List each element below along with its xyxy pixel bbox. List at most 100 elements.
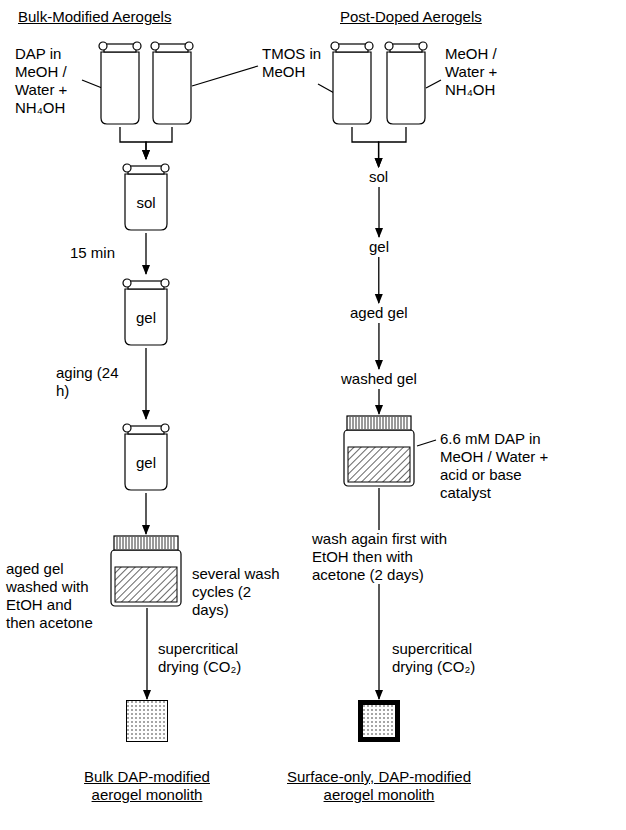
- shape-part: [128, 166, 164, 174]
- step-label: gel: [366, 238, 392, 256]
- shape-part: [331, 42, 339, 50]
- vial: MeOH / Water + NH₄OH: [384, 38, 428, 126]
- cap-ridge: [362, 417, 363, 429]
- flow-arrow: [378, 389, 379, 414]
- cap-ridge: [365, 417, 366, 429]
- cap-ridge: [392, 417, 393, 429]
- leader-line: [82, 80, 102, 88]
- cap-ridge: [395, 417, 396, 429]
- shape-part: [128, 281, 164, 289]
- cap-ridge: [150, 537, 151, 549]
- shape-part: [385, 42, 393, 50]
- cap-ridge: [374, 417, 375, 429]
- cap-ridge: [350, 417, 351, 429]
- flow-arrow: [352, 127, 379, 167]
- cap-ridge: [356, 417, 357, 429]
- vial-outline: [330, 38, 374, 126]
- shape-part: [390, 44, 422, 52]
- step-label: sol: [366, 168, 391, 186]
- vial: sol: [122, 160, 170, 232]
- step-note: wash again first with EtOH then with ace…: [312, 530, 452, 584]
- callout-text: aged gel washed with EtOH and then aceto…: [6, 560, 104, 632]
- vial: [150, 38, 194, 126]
- vial: DAP in MeOH / Water + NH₄OH: [98, 38, 142, 126]
- cap-ridge: [368, 417, 369, 429]
- step-text: washed gel: [338, 370, 420, 388]
- shape-part: [344, 430, 414, 486]
- monolith-outline: [358, 700, 400, 742]
- shape-part: [161, 424, 169, 432]
- cap-ridge: [404, 417, 405, 429]
- cap-ridge: [389, 417, 390, 429]
- shape-part: [123, 279, 131, 287]
- vial: gel: [122, 275, 170, 347]
- callout-text: 6.6 mM DAP in MeOH / Water + acid or bas…: [440, 430, 558, 502]
- flow-arrow: [146, 608, 147, 699]
- step-label: washed gel: [338, 370, 420, 388]
- cap-ridge: [162, 537, 163, 549]
- step-condition: supercritical drying (CO₂): [158, 640, 273, 676]
- column-heading: Post-Doped Aerogels: [340, 8, 482, 26]
- shape-part: [365, 42, 373, 50]
- wash-jar: 6.6 mM DAP in MeOH / Water + acid or bas…: [343, 415, 415, 487]
- step-label: aged gel: [347, 304, 411, 322]
- cap-ridge: [141, 537, 142, 549]
- monolith-caption: Surface-only, DAP-modified aerogel monol…: [269, 768, 489, 804]
- jar-outline: [110, 535, 182, 607]
- leader-line: [417, 440, 436, 446]
- step-text: aged gel: [347, 304, 411, 322]
- flow-arrow: [378, 257, 379, 303]
- step-text: gel: [366, 238, 392, 256]
- shape-part: [348, 447, 410, 482]
- shape-part: [347, 416, 411, 430]
- step-condition: supercritical drying (CO₂): [392, 640, 507, 676]
- vial-outline: [98, 38, 142, 126]
- callout-text: TMOS in MeOH: [262, 45, 332, 81]
- cap-ridge: [147, 537, 148, 549]
- shape-part: [151, 42, 159, 50]
- step-text: sol: [366, 168, 391, 186]
- cap-ridge: [129, 537, 130, 549]
- cap-ridge: [165, 537, 166, 549]
- jar-outline: [343, 415, 415, 487]
- vial-label: sol: [122, 194, 170, 212]
- cap-ridge: [138, 537, 139, 549]
- callout-text: DAP in MeOH / Water + NH₄OH: [15, 45, 87, 117]
- flow-arrow: [145, 493, 146, 534]
- leader-line: [192, 66, 258, 86]
- cap-ridge: [377, 417, 378, 429]
- vial-outline: [384, 38, 428, 126]
- vial: gel: [122, 420, 170, 492]
- shape-part: [104, 44, 136, 52]
- shape-part: [114, 536, 178, 550]
- shape-part: [123, 424, 131, 432]
- cap-ridge: [401, 417, 402, 429]
- shape-part: [133, 42, 141, 50]
- vial: TMOS in MeOH: [330, 38, 374, 126]
- shape-part: [161, 164, 169, 172]
- shape-part: [361, 703, 398, 740]
- cap-ridge: [168, 537, 169, 549]
- aerogel-monolith: Surface-only, DAP-modified aerogel monol…: [358, 700, 400, 742]
- flow-arrow: [145, 348, 146, 419]
- shape-part: [419, 42, 427, 50]
- cap-ridge: [407, 417, 408, 429]
- callout-text: several wash cycles (2 days): [192, 565, 282, 619]
- cap-ridge: [353, 417, 354, 429]
- shape-part: [99, 42, 107, 50]
- column-heading: Bulk-Modified Aerogels: [18, 8, 171, 26]
- vial-outline: [150, 38, 194, 126]
- wash-jar: aged gel washed with EtOH and then aceto…: [110, 535, 182, 607]
- shape-part: [123, 164, 131, 172]
- shape-part: [101, 52, 139, 124]
- cap-ridge: [153, 537, 154, 549]
- flow-arrow: [145, 233, 146, 274]
- monolith-outline: [126, 700, 168, 742]
- cap-ridge: [126, 537, 127, 549]
- cap-ridge: [371, 417, 372, 429]
- aerogel-monolith: Bulk DAP-modified aerogel monolith: [126, 700, 168, 742]
- shape-part: [128, 426, 164, 434]
- flow-arrow: [378, 488, 379, 699]
- shape-part: [153, 52, 191, 124]
